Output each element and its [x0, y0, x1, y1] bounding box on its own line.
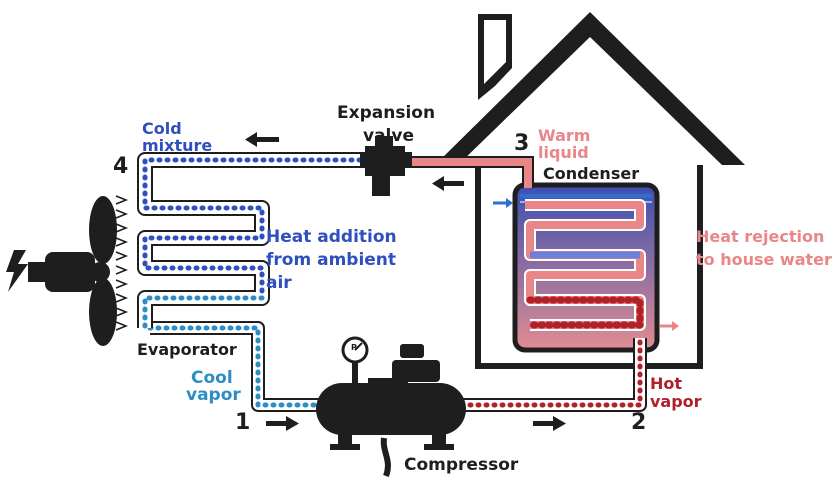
step-3-label: 3: [514, 131, 530, 156]
step-2-label: 2: [631, 410, 647, 435]
cool-vapor-pipe: [147, 321, 325, 412]
house-outline-icon: [435, 12, 745, 369]
cold-mixture-label-line1: Cold: [142, 119, 182, 138]
heat-addition-label-line3: air: [266, 273, 292, 293]
warm-liquid-label-line2: liquid: [538, 143, 589, 162]
warm-liquid-label-line1: Warm: [538, 126, 591, 145]
compressor-icon: [316, 344, 466, 478]
fan-icon: [28, 195, 129, 346]
gauge-letter: P: [351, 343, 357, 352]
expansion-valve-label-line2: valve: [363, 126, 414, 146]
hot-vapor-label-line1: Hot: [650, 374, 683, 393]
step-1-label: 1: [235, 410, 251, 435]
expansion-valve-label-line1: Expansion: [337, 103, 436, 123]
heat-rejection-label-line1: Heat rejection: [696, 227, 825, 246]
pressure-gauge-icon: [341, 336, 369, 364]
step-4-label: 4: [113, 154, 129, 179]
heat-addition-label-line1: Heat addition: [266, 227, 397, 247]
cool-vapor-label-line1: Cool: [191, 368, 233, 388]
hot-vapor-pipe: [459, 335, 647, 412]
evaporator-coil: [137, 152, 363, 331]
condenser-tank: [493, 182, 679, 353]
warm-liquid-pipe: [400, 156, 534, 188]
cold-mixture-label-line2: mixture: [142, 136, 213, 155]
expansion-valve-icon: [360, 136, 412, 196]
cool-vapor-label-line2: vapor: [186, 385, 241, 405]
flow-arrow-icon: [245, 132, 566, 431]
hot-vapor-label-line2: vapor: [650, 392, 702, 411]
electric-bolt-icon: [6, 250, 28, 292]
heat-addition-label-line2: from ambient: [266, 250, 397, 270]
evaporator-label: Evaporator: [137, 340, 237, 359]
compressor-label: Compressor: [404, 455, 519, 475]
heat-rejection-label-line2: to house water: [696, 250, 832, 269]
condenser-label: Condenser: [543, 164, 640, 183]
